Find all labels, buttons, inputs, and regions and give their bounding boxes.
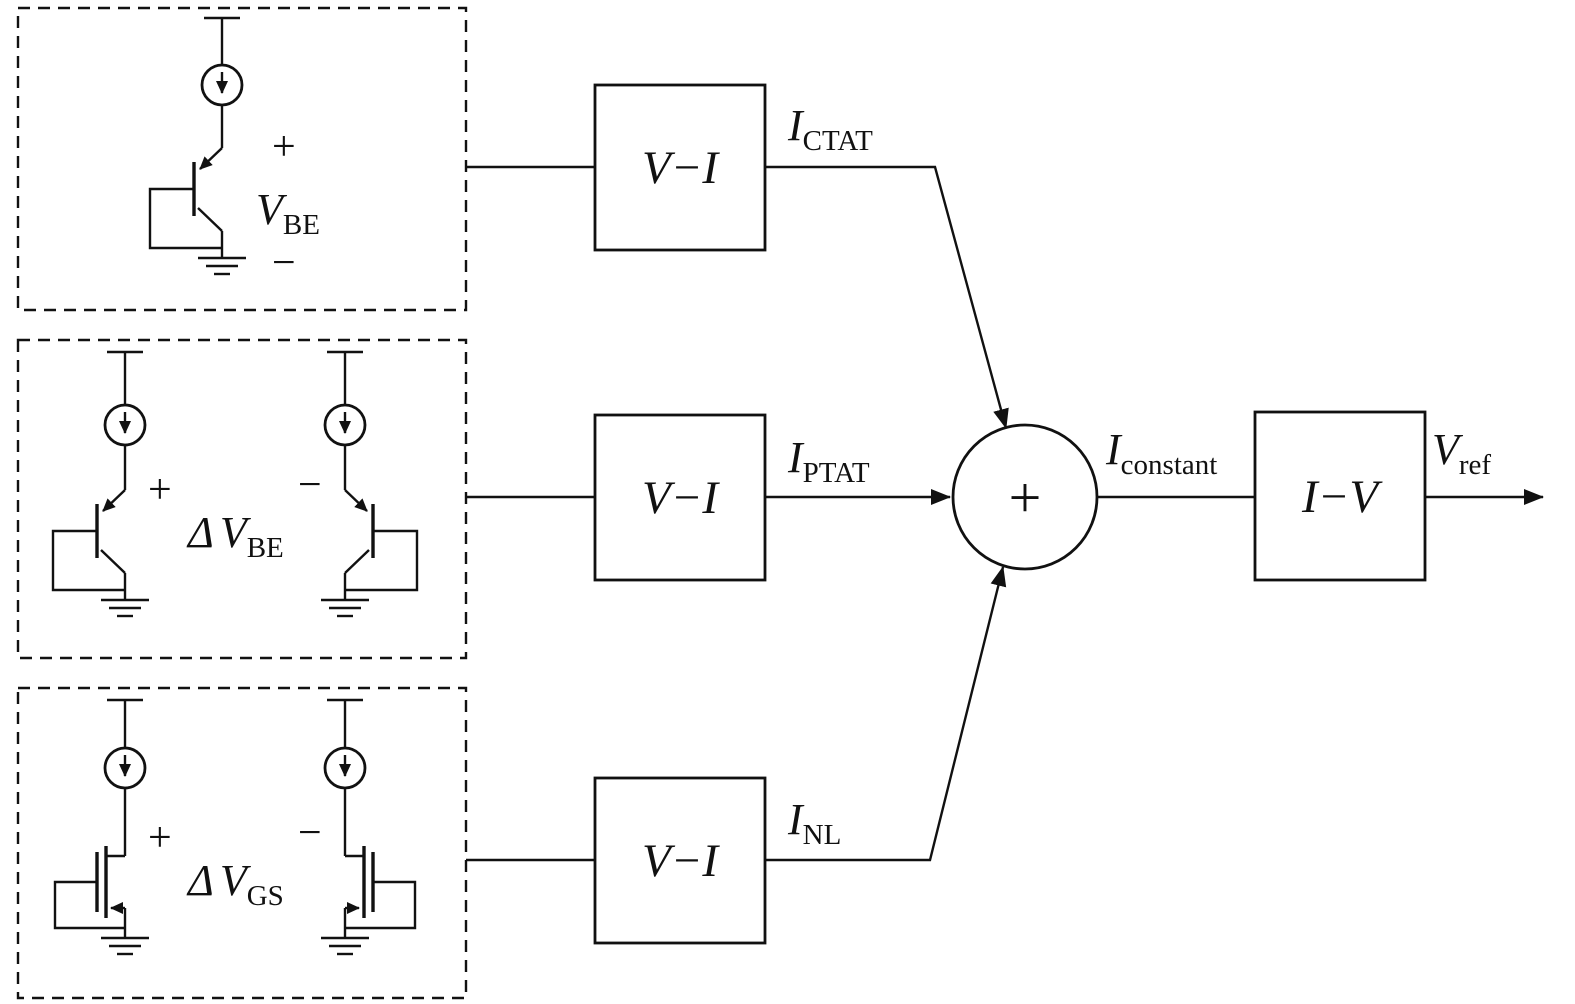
mosfet-icon bbox=[53, 846, 127, 938]
vref-label: Vref bbox=[1432, 425, 1491, 481]
current-source-icon bbox=[103, 746, 147, 790]
dvgs-right-branch bbox=[321, 698, 417, 956]
ground-icon bbox=[321, 598, 369, 618]
dvgs-left-branch bbox=[53, 698, 149, 956]
vi-block-ptat: V−I bbox=[593, 413, 767, 582]
dvbe-right-branch bbox=[321, 350, 419, 618]
vbe-cell-border bbox=[16, 6, 468, 312]
inl-arrow bbox=[765, 566, 1007, 862]
ground-icon bbox=[101, 598, 149, 618]
dvbe-minus-sign: − bbox=[298, 462, 322, 508]
ground-icon bbox=[101, 936, 149, 956]
iv-block: I−V bbox=[1253, 410, 1427, 582]
dvbe-cell-border bbox=[16, 338, 468, 660]
iv-block-label: I−V bbox=[1301, 471, 1383, 523]
summer-plus-sign: + bbox=[1009, 465, 1042, 530]
diode-connection-loop bbox=[148, 187, 222, 250]
dvbe-plus-sign: + bbox=[148, 467, 172, 513]
vi-block-ctat: V−I bbox=[593, 83, 767, 252]
vbe-label: VBE bbox=[256, 185, 320, 241]
iptat-label: IPTAT bbox=[787, 433, 870, 489]
bjt-icon bbox=[343, 489, 419, 600]
inl-label: INL bbox=[787, 795, 841, 851]
vi-block-nl: V−I bbox=[593, 776, 767, 945]
current-source-icon bbox=[323, 403, 367, 447]
bjt-icon bbox=[51, 489, 127, 600]
diode-connection-loop bbox=[51, 529, 125, 592]
diode-connection-loop bbox=[345, 529, 419, 592]
ground-icon bbox=[321, 936, 369, 956]
ground-icon bbox=[198, 256, 246, 276]
vbe-cell: + VBE − bbox=[16, 6, 468, 312]
current-source-icon bbox=[103, 403, 147, 447]
dvgs-minus-sign: − bbox=[298, 810, 322, 856]
dvgs-plus-sign: + bbox=[148, 815, 172, 861]
vi-block-label: V−I bbox=[642, 835, 720, 887]
mosfet-icon bbox=[343, 846, 417, 938]
gate-connection-loop bbox=[345, 880, 417, 930]
current-source-icon bbox=[200, 63, 244, 107]
bjt-icon bbox=[148, 147, 224, 258]
current-source-icon bbox=[323, 746, 367, 790]
vi-block-label: V−I bbox=[642, 472, 720, 524]
vbe-supply-bar bbox=[204, 16, 240, 65]
vi-block-label: V−I bbox=[642, 142, 720, 194]
vbe-minus-sign: − bbox=[272, 240, 296, 286]
gate-connection-loop bbox=[53, 880, 125, 930]
vbe-plus-sign: + bbox=[272, 124, 296, 170]
dvgs-cell-border bbox=[16, 686, 468, 1000]
ictat-label: ICTAT bbox=[787, 101, 873, 157]
ictat-arrow bbox=[765, 165, 1009, 429]
iconstant-label: Iconstant bbox=[1105, 425, 1217, 481]
dvbe-left-branch bbox=[51, 350, 149, 618]
summing-junction: + bbox=[951, 423, 1099, 571]
